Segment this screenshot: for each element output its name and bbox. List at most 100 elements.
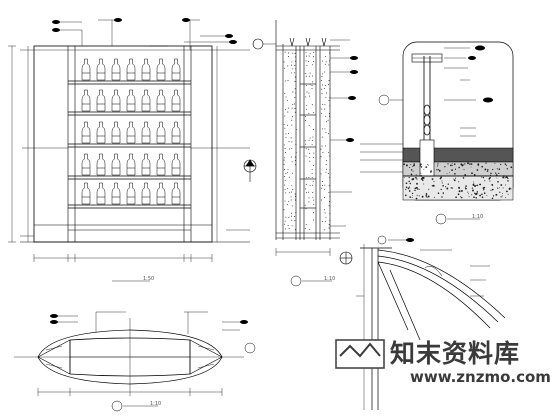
concrete-speck [505, 176, 508, 179]
infill-dot [305, 52, 307, 54]
infill-dot [284, 127, 286, 129]
concrete-speck [477, 165, 479, 167]
concrete-speck [502, 176, 505, 179]
infill-dot [294, 156, 296, 158]
infill-dot [291, 191, 292, 193]
concrete-speck [413, 165, 415, 167]
infill-dot [287, 187, 289, 189]
infill-dot [313, 152, 315, 154]
infill-dot [305, 116, 306, 118]
concrete-speck [472, 189, 474, 192]
concrete-speck [492, 168, 494, 171]
concrete-speck [481, 165, 484, 168]
bottle-icon [81, 121, 91, 144]
concrete-speck [427, 164, 429, 166]
concrete-speck [449, 172, 451, 174]
concrete-speck [404, 194, 407, 197]
infill-dot [294, 216, 296, 217]
concrete-speck [469, 163, 471, 165]
concrete-speck [408, 190, 411, 192]
infill-dot [290, 137, 292, 139]
infill-dot [305, 75, 307, 77]
concrete-speck [505, 184, 507, 186]
infill-dot [312, 180, 314, 182]
infill-dot [292, 103, 294, 105]
infill-dot [287, 65, 289, 67]
concrete-speck [451, 164, 453, 166]
infill-dot [308, 191, 310, 193]
concrete-speck [410, 164, 412, 165]
concrete-speck [423, 183, 425, 185]
bottle-icon [156, 182, 166, 205]
infill-dot [321, 88, 322, 90]
infill-dot [308, 92, 310, 94]
infill-dot [291, 147, 293, 149]
concrete-speck [498, 172, 500, 174]
infill-dot [292, 68, 294, 70]
infill-dot [306, 183, 307, 185]
concrete-speck [431, 178, 434, 181]
concrete-speck [473, 196, 475, 199]
infill-dot [321, 93, 323, 94]
concrete-speck [502, 193, 504, 195]
infill-dot [291, 219, 293, 221]
concrete-speck [473, 174, 476, 176]
infill-dot [284, 169, 285, 170]
infill-dot [306, 65, 308, 67]
concrete-speck [458, 190, 461, 193]
infill-dot [320, 112, 322, 114]
infill-dot [308, 61, 309, 63]
concrete-speck [425, 195, 427, 197]
infill-dot [294, 159, 296, 161]
concrete-speck [455, 196, 457, 199]
concrete-speck [467, 191, 469, 193]
concrete-speck [489, 174, 492, 177]
infill-dot [287, 204, 289, 206]
leader-tag-icon [114, 18, 122, 22]
concrete-speck [444, 166, 446, 168]
infill-dot [284, 223, 286, 225]
infill-dot [306, 108, 307, 110]
infill-dot [284, 179, 286, 181]
infill-dot [288, 216, 290, 218]
infill-dot [327, 151, 329, 153]
floor-title-mark: 1:10 [435, 213, 483, 225]
concrete-speck [411, 178, 414, 181]
infill-dot [291, 61, 293, 63]
infill-dot [285, 228, 286, 230]
bottle-icon [96, 89, 106, 112]
infill-dot [328, 185, 330, 187]
concrete-speck [421, 177, 424, 179]
concrete-speck [405, 186, 408, 189]
concrete-speck [470, 166, 472, 168]
infill-dot [305, 155, 307, 157]
infill-dot [328, 115, 330, 117]
infill-dot [288, 107, 289, 109]
concrete-speck [500, 184, 503, 186]
infill-dot [324, 71, 326, 73]
concrete-speck [471, 172, 473, 175]
infill-dot [309, 152, 310, 154]
infill-dot [288, 141, 290, 143]
infill-dot [294, 229, 296, 231]
bottle-icon [81, 58, 91, 81]
infill-dot [291, 225, 293, 227]
infill-dot [311, 104, 313, 106]
infill-dot [321, 60, 323, 62]
concrete-speck [416, 178, 418, 180]
concrete-speck [415, 197, 418, 200]
infill-dot [291, 172, 293, 174]
concrete-speck [416, 182, 418, 185]
infill-dot [329, 177, 331, 178]
infill-dot [304, 227, 306, 229]
concrete-speck [468, 196, 470, 198]
section-title-mark: 1:10 [290, 275, 335, 287]
infill-dot [294, 76, 296, 78]
infill-dot [324, 145, 326, 147]
infill-dot [306, 192, 307, 194]
concrete-speck [492, 195, 495, 197]
infill-dot [294, 88, 296, 90]
concrete-speck [437, 192, 440, 194]
infill-dot [285, 136, 287, 138]
leader-tag-icon [475, 45, 485, 51]
